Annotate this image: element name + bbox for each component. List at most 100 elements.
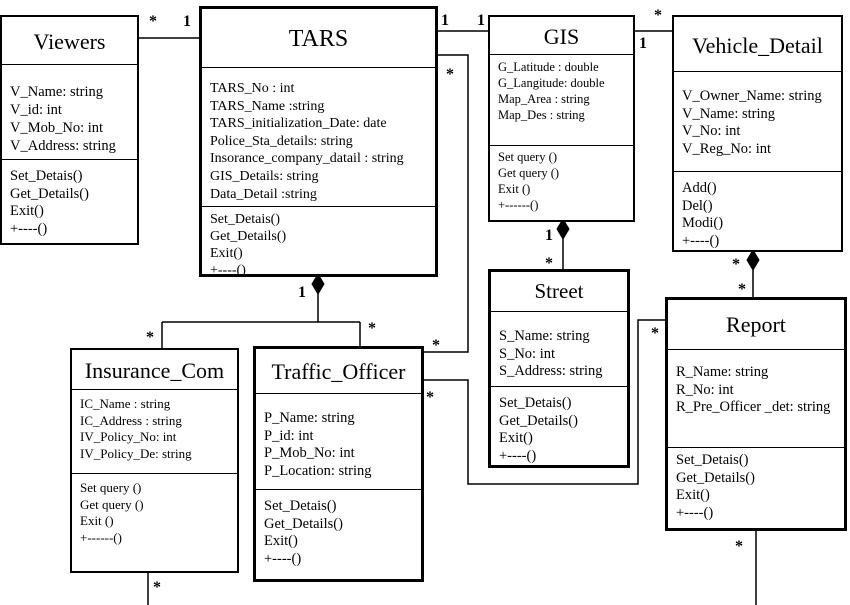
method: Set_Detais() <box>499 395 572 411</box>
methods-section: Set query () Get query () Exit () +-----… <box>72 474 237 550</box>
method: +----() <box>10 220 48 237</box>
class-title: Insurance_Com <box>72 350 237 390</box>
multiplicity-insurance-bottom-many: * <box>153 579 161 596</box>
class-title: Viewers <box>2 17 137 65</box>
multiplicity-gis-street-one: 1 <box>545 227 553 244</box>
attribute: R_No: int <box>676 381 734 398</box>
attribute: TARS_No : int <box>210 81 295 96</box>
attribute: P_Mob_No: int <box>264 445 355 461</box>
attribute: V_Reg_No: int <box>682 140 772 157</box>
multiplicity-tars-right-many: * <box>446 66 454 83</box>
attributes-section: S_Name: string S_No: int S_Address: stri… <box>491 312 627 387</box>
method: Exit() <box>499 430 533 446</box>
attribute: S_No: int <box>499 345 555 362</box>
method: Get_Details() <box>210 229 287 244</box>
multiplicity-tars-comp-one: 1 <box>298 284 306 301</box>
attribute: V_Address: string <box>10 138 116 154</box>
methods-section: Set_Detais() Get_Details() Exit() +----(… <box>256 490 421 572</box>
method: Get_Details() <box>499 412 578 429</box>
method: Set_Detais() <box>10 168 83 184</box>
multiplicity-gis-vehicle-many: * <box>654 7 662 24</box>
method: Get query () <box>498 166 560 180</box>
attribute: IC_Name : string <box>80 396 171 411</box>
line-tars-traffic-right <box>423 54 469 353</box>
class-traffic-officer: Traffic_Officer P_Name: string P_id: int… <box>253 346 424 582</box>
attribute: V_No: int <box>682 123 741 139</box>
composition-diamond-vehicle <box>746 249 760 271</box>
method: Del() <box>682 197 713 214</box>
attributes-section: R_Name: string R_No: int R_Pre_Officer _… <box>668 350 844 448</box>
methods-section: Set query () Get query () Exit () +-----… <box>490 146 633 217</box>
attributes-section: V_Owner_Name: string V_Name: string V_No… <box>674 72 841 172</box>
method: Get_Details() <box>676 469 755 486</box>
class-title: Street <box>491 272 627 312</box>
multiplicity-gis-tars-one: 1 <box>477 12 485 29</box>
attribute: R_Pre_Officer _det: string <box>676 399 831 415</box>
class-title: GIS <box>490 17 633 55</box>
attribute: P_Location: string <box>264 462 372 479</box>
method: Modi() <box>682 215 724 231</box>
method: Exit() <box>10 203 44 219</box>
multiplicity-report-vehicle-many: * <box>738 281 746 298</box>
method: Exit() <box>264 533 298 549</box>
attribute: TARS_Name :string <box>210 98 325 114</box>
class-tars: TARS TARS_No : int TARS_Name :string TAR… <box>199 6 438 278</box>
attribute: Police_Sta_details: string <box>210 133 353 149</box>
method: Exit () <box>498 182 531 196</box>
method: Add() <box>682 180 717 196</box>
method: Set_Detais() <box>676 452 749 468</box>
method: Set_Detais() <box>210 212 280 227</box>
attribute: TARS_initialization_Date: date <box>210 116 387 132</box>
multiplicity-tars-gis-one: 1 <box>441 12 449 29</box>
method: Exit() <box>210 246 243 261</box>
multiplicity-street-gis-many: * <box>545 255 553 272</box>
multiplicity-vehicle-gis-one: 1 <box>639 35 647 52</box>
method: +------() <box>498 198 539 212</box>
class-title: Traffic_Officer <box>256 349 421 394</box>
class-report: Report R_Name: string R_No: int R_Pre_Of… <box>665 297 847 531</box>
multiplicity-traffic-tars-many: * <box>432 337 440 354</box>
class-gis: GIS G_Latitude : double G_Langitude: dou… <box>488 15 635 222</box>
methods-section: Set_Detais() Get_Details() Exit() +----(… <box>2 160 137 242</box>
attributes-section: G_Latitude : double G_Langitude: double … <box>490 55 633 146</box>
methods-section: Add() Del() Modi() +----() <box>674 172 841 254</box>
attribute: G_Langitude: double <box>498 76 605 90</box>
class-viewers: Viewers V_Name: string V_id: int V_Mob_N… <box>0 15 139 245</box>
class-title: Report <box>668 300 844 350</box>
attributes-section: IC_Name : string IC_Address : string IV_… <box>72 390 237 474</box>
composition-diamond-gis <box>556 218 570 240</box>
method: +----() <box>210 263 246 278</box>
attributes-section: P_Name: string P_id: int P_Mob_No: int P… <box>256 394 421 490</box>
method: Set query () <box>80 480 142 495</box>
class-title: Vehicle_Detail <box>674 17 841 72</box>
class-title: TARS <box>202 9 435 68</box>
methods-section: Set_Detais() Get_Details() Exit() +----(… <box>202 207 435 283</box>
methods-section: Set_Detais() Get_Details() Exit() +----(… <box>491 387 627 469</box>
attribute: G_Latitude : double <box>498 60 599 74</box>
class-vehicle-detail: Vehicle_Detail V_Owner_Name: string V_Na… <box>672 15 843 252</box>
method: +------() <box>80 529 122 545</box>
attribute: Map_Des : string <box>498 108 585 122</box>
multiplicity-vehicle-comp-many: * <box>732 256 740 273</box>
method: Set query () <box>498 150 558 164</box>
class-insurance-com: Insurance_Com IC_Name : string IC_Addres… <box>70 348 239 573</box>
multiplicity-viewers-tars-many: * <box>149 13 157 30</box>
attribute: V_id: int <box>10 102 62 118</box>
attribute: Map_Area : string <box>498 92 590 106</box>
class-street: Street S_Name: string S_No: int S_Addres… <box>488 269 630 468</box>
attribute: Insorance_company_datail : string <box>210 151 404 167</box>
attribute: V_Mob_No: int <box>10 120 104 136</box>
attribute: S_Address: string <box>499 363 603 379</box>
attribute: S_Name: string <box>499 328 590 344</box>
multiplicity-traffic-report-many: * <box>426 389 434 406</box>
method: +----() <box>676 504 714 521</box>
attributes-section: TARS_No : int TARS_Name :string TARS_ini… <box>202 68 435 207</box>
line-traffic-report <box>423 319 666 485</box>
method: Exit () <box>80 513 114 528</box>
attribute: Data_Detail :string <box>210 186 317 202</box>
method: Get query () <box>80 496 144 512</box>
attribute: GIS_Details: string <box>210 168 319 184</box>
multiplicity-report-street-many: * <box>651 325 659 342</box>
method: Get_Details() <box>10 185 89 202</box>
